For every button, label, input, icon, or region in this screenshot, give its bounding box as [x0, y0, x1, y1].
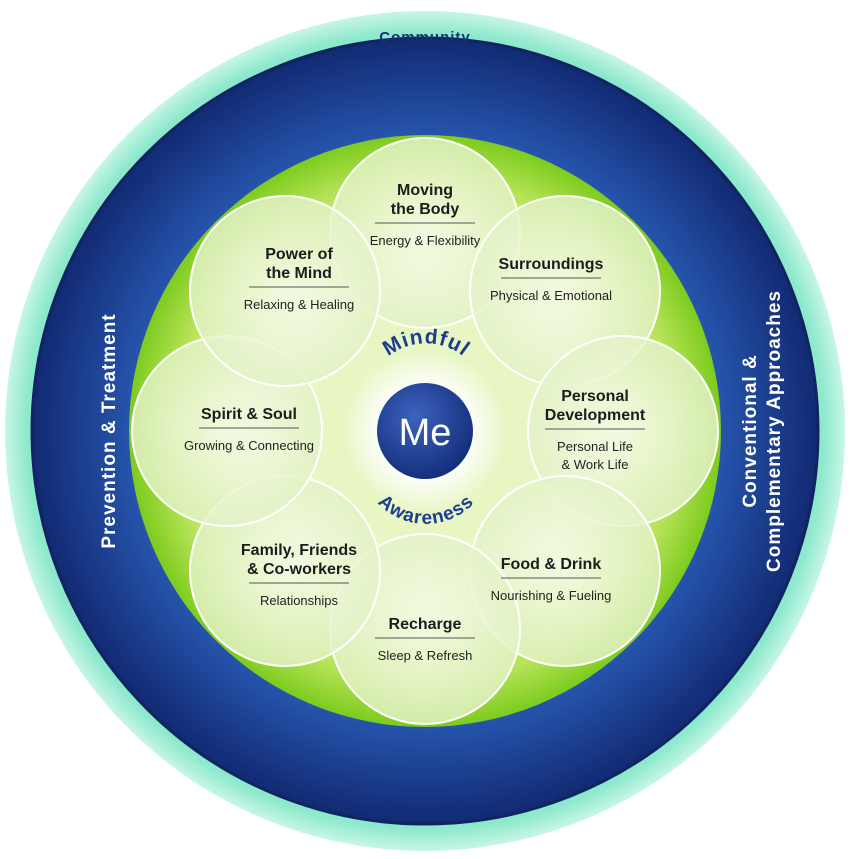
petal-power-of-mind [188, 194, 381, 387]
svg-text:Complementary Approaches: Complementary Approaches [764, 290, 785, 572]
me-label: Me [399, 412, 452, 454]
petal-subtitle: Personal Life [557, 439, 633, 454]
petal-subtitle: Nourishing & Fueling [491, 588, 612, 603]
petal-title: Moving [397, 182, 453, 199]
prevention-label: Prevention & Treatment [99, 313, 120, 548]
petal-subtitle: & Work Life [562, 457, 629, 472]
petal-title: Development [545, 407, 646, 424]
petal-title: the Mind [266, 265, 332, 282]
petal-subtitle: Growing & Connecting [184, 438, 314, 453]
petal-title: Surroundings [499, 256, 604, 273]
petal-title: Food & Drink [501, 556, 602, 573]
conventional-label: Conventional & Complementary Approaches [740, 290, 785, 572]
petal-title: the Body [391, 201, 460, 218]
navy-ring-edge [30, 36, 820, 826]
petal-title: Power of [265, 246, 333, 263]
petal-subtitle: Physical & Emotional [490, 288, 612, 303]
petal-title: & Co-workers [247, 561, 351, 578]
petal-subtitle: Sleep & Refresh [378, 648, 473, 663]
petal-subtitle: Energy & Flexibility [370, 233, 481, 248]
me-circle [377, 383, 473, 479]
petal-subtitle: Relationships [260, 593, 339, 608]
petal-title: Spirit & Soul [201, 406, 297, 423]
community-label: Community [379, 29, 471, 46]
petal-title: Recharge [389, 616, 462, 633]
svg-text:Conventional &: Conventional & [740, 354, 761, 507]
petal-title: Personal [561, 388, 629, 405]
petal-subtitle: Relaxing & Healing [244, 297, 355, 312]
petal-title: Family, Friends [241, 542, 357, 559]
